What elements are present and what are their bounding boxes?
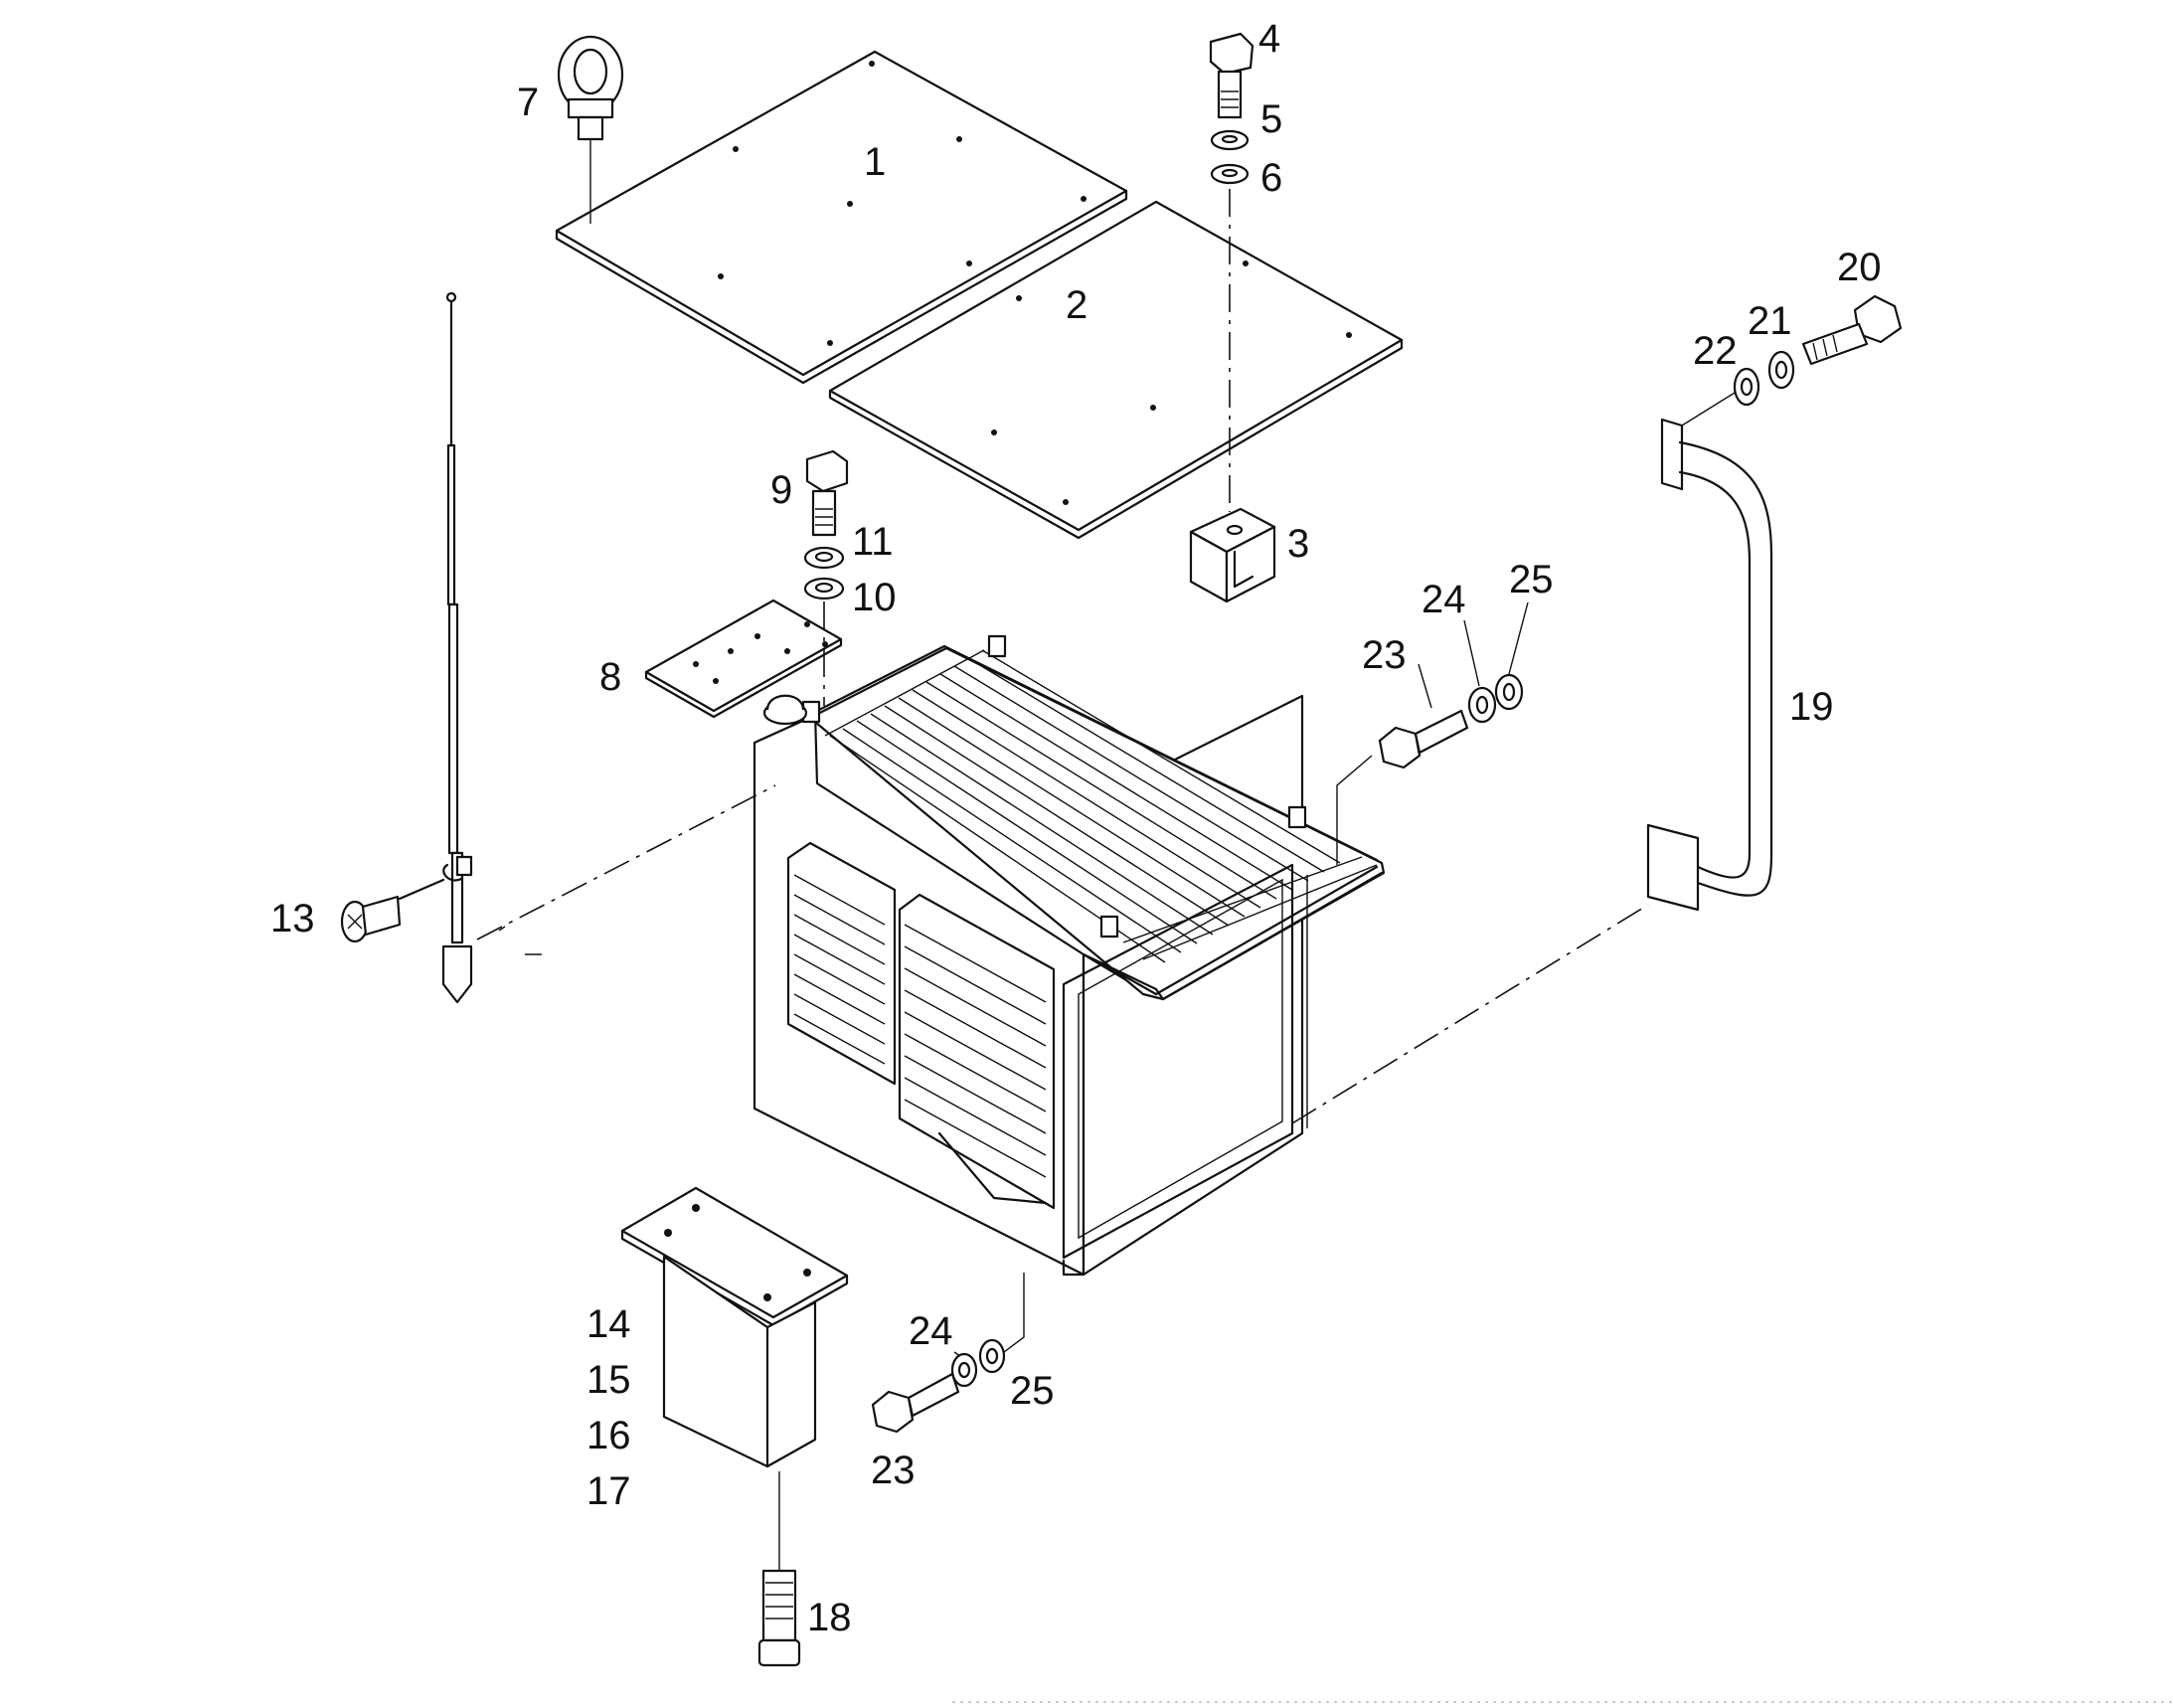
washer-mid-2 [803,577,845,600]
callout-15: 15 [586,1358,631,1402]
callout-25-lower: 25 [1010,1369,1055,1413]
callout-7: 7 [517,81,539,124]
hex-bolt-handle [1801,294,1903,366]
callout-9: 9 [770,468,792,512]
callout-2: 2 [1066,283,1087,327]
grab-handle [1646,418,1773,912]
cap-screw [757,1569,801,1667]
washer-right-2 [1494,673,1524,711]
washer-top-1 [1210,129,1250,151]
cover-panel-1 [555,50,1128,385]
callout-8: 8 [599,655,621,699]
hex-bolt-right [1378,709,1469,769]
cover-panel-2 [828,200,1404,540]
callout-18: 18 [807,1596,852,1639]
screw [340,878,445,943]
washer-handle-2 [1733,367,1760,407]
callout-17: 17 [586,1469,631,1513]
grille-edge-hatch [824,649,1378,960]
washer-lower-2 [978,1338,1006,1374]
callout-14: 14 [586,1302,631,1346]
callout-23-right: 23 [1362,633,1407,677]
louver-panel-left [786,841,897,1086]
callout-4: 4 [1258,17,1280,61]
hex-bolt-mid [805,449,849,537]
eye-bolt [557,35,624,224]
callout-3: 3 [1287,522,1309,566]
hex-bolt-lower [871,1372,960,1434]
callout-1: 1 [864,140,886,184]
callout-10: 10 [852,576,897,619]
callout-23-lower: 23 [871,1449,916,1492]
mounting-plate [644,598,843,719]
washer-handle-1 [1767,350,1795,390]
support-bracket [620,1186,849,1468]
callout-13: 13 [270,897,315,940]
callout-6: 6 [1260,156,1282,200]
antenna [441,291,473,1004]
callout-20: 20 [1837,246,1882,289]
washer-lower-1 [950,1352,978,1388]
callout-11: 11 [852,520,894,564]
hex-bolt-top [1209,32,1254,119]
leader-lines [953,601,1529,1357]
callout-24-lower: 24 [909,1309,953,1353]
louver-panel-center [898,893,1056,1210]
washer-top-2 [1210,163,1250,185]
mounting-bracket [1189,507,1276,603]
callout-21: 21 [1748,299,1792,343]
washer-right-1 [1467,686,1497,724]
callout-5: 5 [1260,97,1282,141]
callout-labels: 1 2 3 4 5 6 7 8 9 10 11 13 14 15 16 17 1… [270,17,1882,1639]
callout-19: 19 [1789,685,1834,729]
callout-22: 22 [1693,329,1738,373]
callout-25-right: 25 [1509,558,1554,601]
callout-16: 16 [586,1414,631,1457]
grille-bars [829,649,1341,963]
washer-mid-1 [803,546,845,570]
callout-24-right: 24 [1421,578,1466,621]
cooler-housing [752,634,1386,1277]
